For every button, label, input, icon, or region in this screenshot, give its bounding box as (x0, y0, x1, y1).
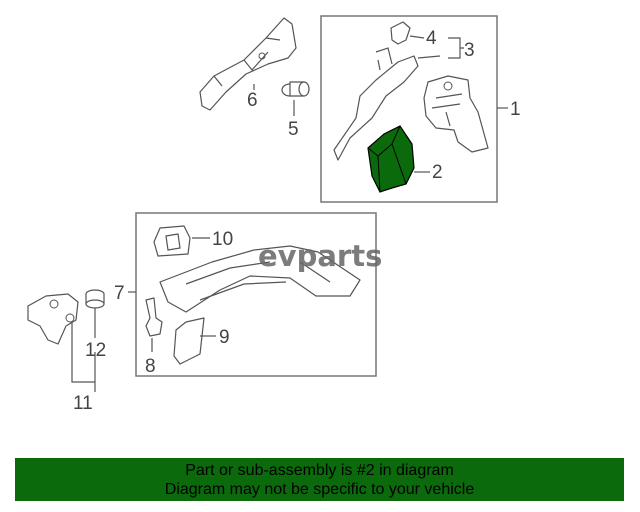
callout-3: 3 (464, 40, 475, 61)
callout-12: 12 (85, 340, 106, 361)
part-8-bolt (145, 297, 163, 337)
part-5-bushing (281, 81, 310, 97)
callout-6: 6 (247, 90, 258, 111)
info-banner: Part or sub-assembly is #2 in diagram Di… (15, 458, 624, 501)
part-4-bracket (390, 21, 411, 45)
part-6-apron-reinforcement (199, 17, 297, 111)
callout-9: 9 (219, 327, 230, 348)
part-9-plate (173, 317, 205, 365)
callout-11: 11 (73, 393, 93, 414)
callout-4: 4 (426, 28, 437, 49)
callout-2: 2 (432, 162, 443, 183)
part-11-mount (27, 293, 79, 345)
group-box-7 (135, 212, 377, 377)
part-1-mount-bracket (423, 75, 489, 153)
callout-10: 10 (212, 229, 233, 250)
part-10-bracket (153, 225, 191, 257)
callout-7: 7 (114, 283, 125, 304)
part-2-highlighted-bracket (367, 125, 415, 193)
banner-line-2: Diagram may not be specific to your vehi… (164, 481, 475, 498)
callout-8: 8 (145, 356, 156, 377)
callout-5: 5 (288, 119, 299, 140)
part-7-frame-rail (159, 245, 361, 313)
part-3-side-rail (333, 47, 419, 161)
watermark: evparts (258, 239, 382, 273)
group-box-1 (320, 15, 498, 203)
part-12-cap (85, 289, 105, 309)
callout-1: 1 (510, 99, 521, 120)
banner-line-1: Part or sub-assembly is #2 in diagram (185, 462, 454, 479)
leader-lines (71, 35, 508, 392)
